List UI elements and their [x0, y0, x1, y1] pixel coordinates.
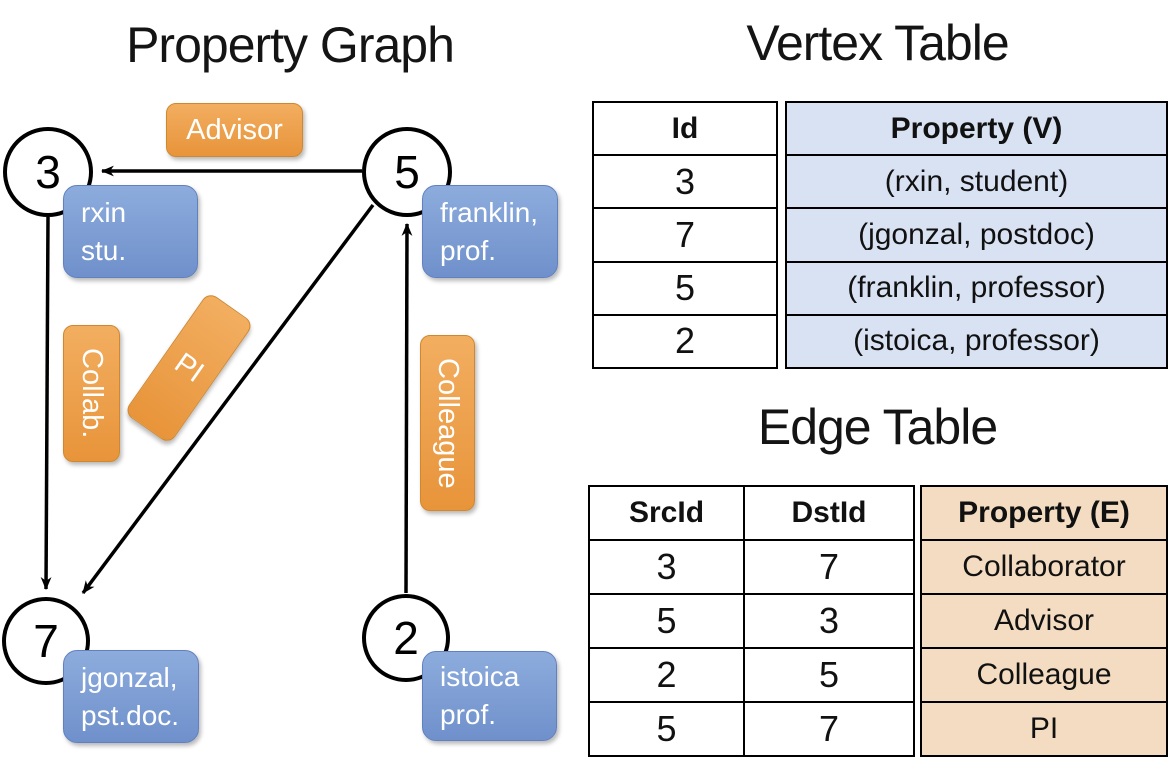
- edge-table-srcid-column: SrcId 3 5 2 5: [588, 485, 745, 757]
- vertex-prop-7-line2: pst.doc.: [81, 699, 180, 731]
- property-graph-title: Property Graph: [126, 17, 455, 73]
- edge-table-row-dstid: 3: [745, 593, 913, 647]
- edge-table-row-srcid: 3: [590, 539, 743, 593]
- edge-table-header-property: Property (E): [958, 496, 1130, 529]
- edge-table-row-property: Colleague: [922, 647, 1166, 701]
- vertex-table-property-column: Property (V) (rxin, student) (jgonzal, p…: [785, 101, 1168, 369]
- vertex-prop-label-3: rxin stu.: [63, 185, 198, 278]
- vertex-node-7-id: 7: [33, 615, 59, 667]
- edge-table-row-property: Collaborator: [922, 539, 1166, 593]
- vertex-table-row-property: (rxin, student): [787, 154, 1166, 207]
- vertex-table-row-id: 2: [594, 313, 776, 367]
- edge-3-7-collab-arrow: [40, 216, 52, 591]
- vertex-prop-label-5: franklin, prof.: [422, 185, 558, 278]
- vertex-table-row-id: 7: [594, 207, 776, 260]
- vertex-table-header-property: Property (V): [890, 111, 1063, 145]
- edge-label-pi-text: PI: [168, 346, 210, 389]
- edge-table-row-property: PI: [922, 701, 1166, 755]
- edge-label-advisor: Advisor: [166, 103, 303, 157]
- vertex-table-row-property: (franklin, professor): [787, 260, 1166, 314]
- vertex-node-2-id: 2: [393, 612, 419, 664]
- vertex-table-id-column: Id 3 7 5 2: [592, 101, 778, 369]
- vertex-prop-5-line1: franklin,: [440, 196, 539, 228]
- edge-table-row-property: Advisor: [922, 593, 1166, 647]
- edge-label-colleague: Colleague: [420, 335, 475, 511]
- vertex-prop-3-line1: rxin: [81, 196, 127, 228]
- edge-table-row-dstid: 5: [745, 647, 913, 701]
- edge-table-row-dstid: 7: [745, 539, 913, 593]
- vertex-table-row-property: (istoica, professor): [787, 313, 1166, 367]
- vertex-prop-label-7: jgonzal, pst.doc.: [63, 650, 199, 743]
- vertex-table-title: Vertex Table: [746, 15, 1009, 71]
- edge-label-colleague-text: Colleague: [432, 357, 464, 489]
- edge-5-7-pi-arrow: [81, 203, 375, 595]
- vertex-prop-label-2: istoica prof.: [422, 651, 557, 741]
- vertex-table-row-property: (jgonzal, postdoc): [787, 207, 1166, 260]
- vertex-prop-2-line2: prof.: [440, 699, 497, 730]
- vertex-table-header-id: Id: [671, 111, 699, 145]
- vertex-node-3-id: 3: [35, 146, 61, 198]
- vertex-node-5-id: 5: [394, 146, 420, 198]
- vertex-prop-2-line1: istoica: [440, 661, 520, 693]
- vertex-table-row-id: 5: [594, 260, 776, 314]
- edge-label-collab-text: Collab.: [76, 348, 108, 439]
- edge-2-5-colleague-arrow: [401, 222, 413, 594]
- vertex-prop-3-line2: stu.: [81, 234, 127, 266]
- vertex-prop-7-line1: jgonzal,: [81, 661, 178, 693]
- edge-table-title: Edge Table: [757, 399, 998, 455]
- vertex-node-5: 5: [362, 127, 452, 217]
- vertex-node-2: 2: [362, 594, 450, 682]
- edge-table-row-srcid: 5: [590, 701, 743, 755]
- edge-label-collab: Collab.: [63, 325, 120, 462]
- edge-table-row-dstid: 7: [745, 701, 913, 755]
- vertex-prop-5-line2: prof.: [440, 234, 497, 266]
- edge-label-advisor-text: Advisor: [186, 113, 283, 146]
- graph-edges: [40, 165, 413, 595]
- edge-table-header-dstid: DstId: [791, 496, 867, 529]
- vertex-table-row-id: 3: [594, 154, 776, 207]
- edge-table-row-srcid: 5: [590, 593, 743, 647]
- edge-table-row-srcid: 2: [590, 647, 743, 701]
- edge-table-header-srcid: SrcId: [628, 496, 705, 529]
- edge-table-property-column: Property (E) Collaborator Advisor Collea…: [920, 485, 1168, 757]
- edge-table-dstid-column: DstId 7 3 5 7: [743, 485, 915, 757]
